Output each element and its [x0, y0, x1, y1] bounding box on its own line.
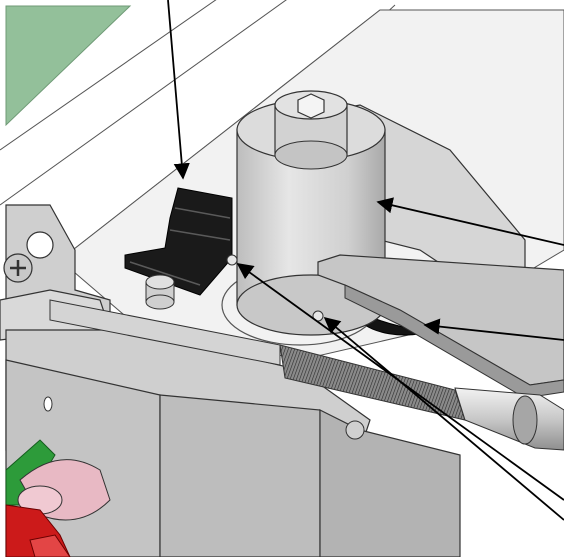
callout-arrows: [167, 0, 564, 521]
bracket-hole: [26, 231, 54, 259]
arrow-cylinder: [376, 197, 564, 246]
arrow-black-cam: [423, 318, 564, 341]
round-pin: [145, 274, 175, 310]
arrow-set-screw: [323, 316, 564, 521]
pink-connector: [17, 459, 111, 521]
housing-boss: [345, 420, 365, 440]
file-tool: [49, 299, 564, 451]
housing: [5, 329, 461, 557]
red-connector: [5, 504, 71, 557]
phillips-slot: [10, 260, 26, 276]
black-block: [124, 187, 233, 296]
side-pin: [226, 254, 238, 266]
cylinder-boss: [226, 90, 386, 336]
lever-arm-edge: [344, 284, 564, 399]
green-board: [5, 5, 132, 127]
housing-hole: [43, 396, 53, 412]
arrow-black-block: [167, 0, 190, 180]
hex-socket: [297, 93, 325, 119]
